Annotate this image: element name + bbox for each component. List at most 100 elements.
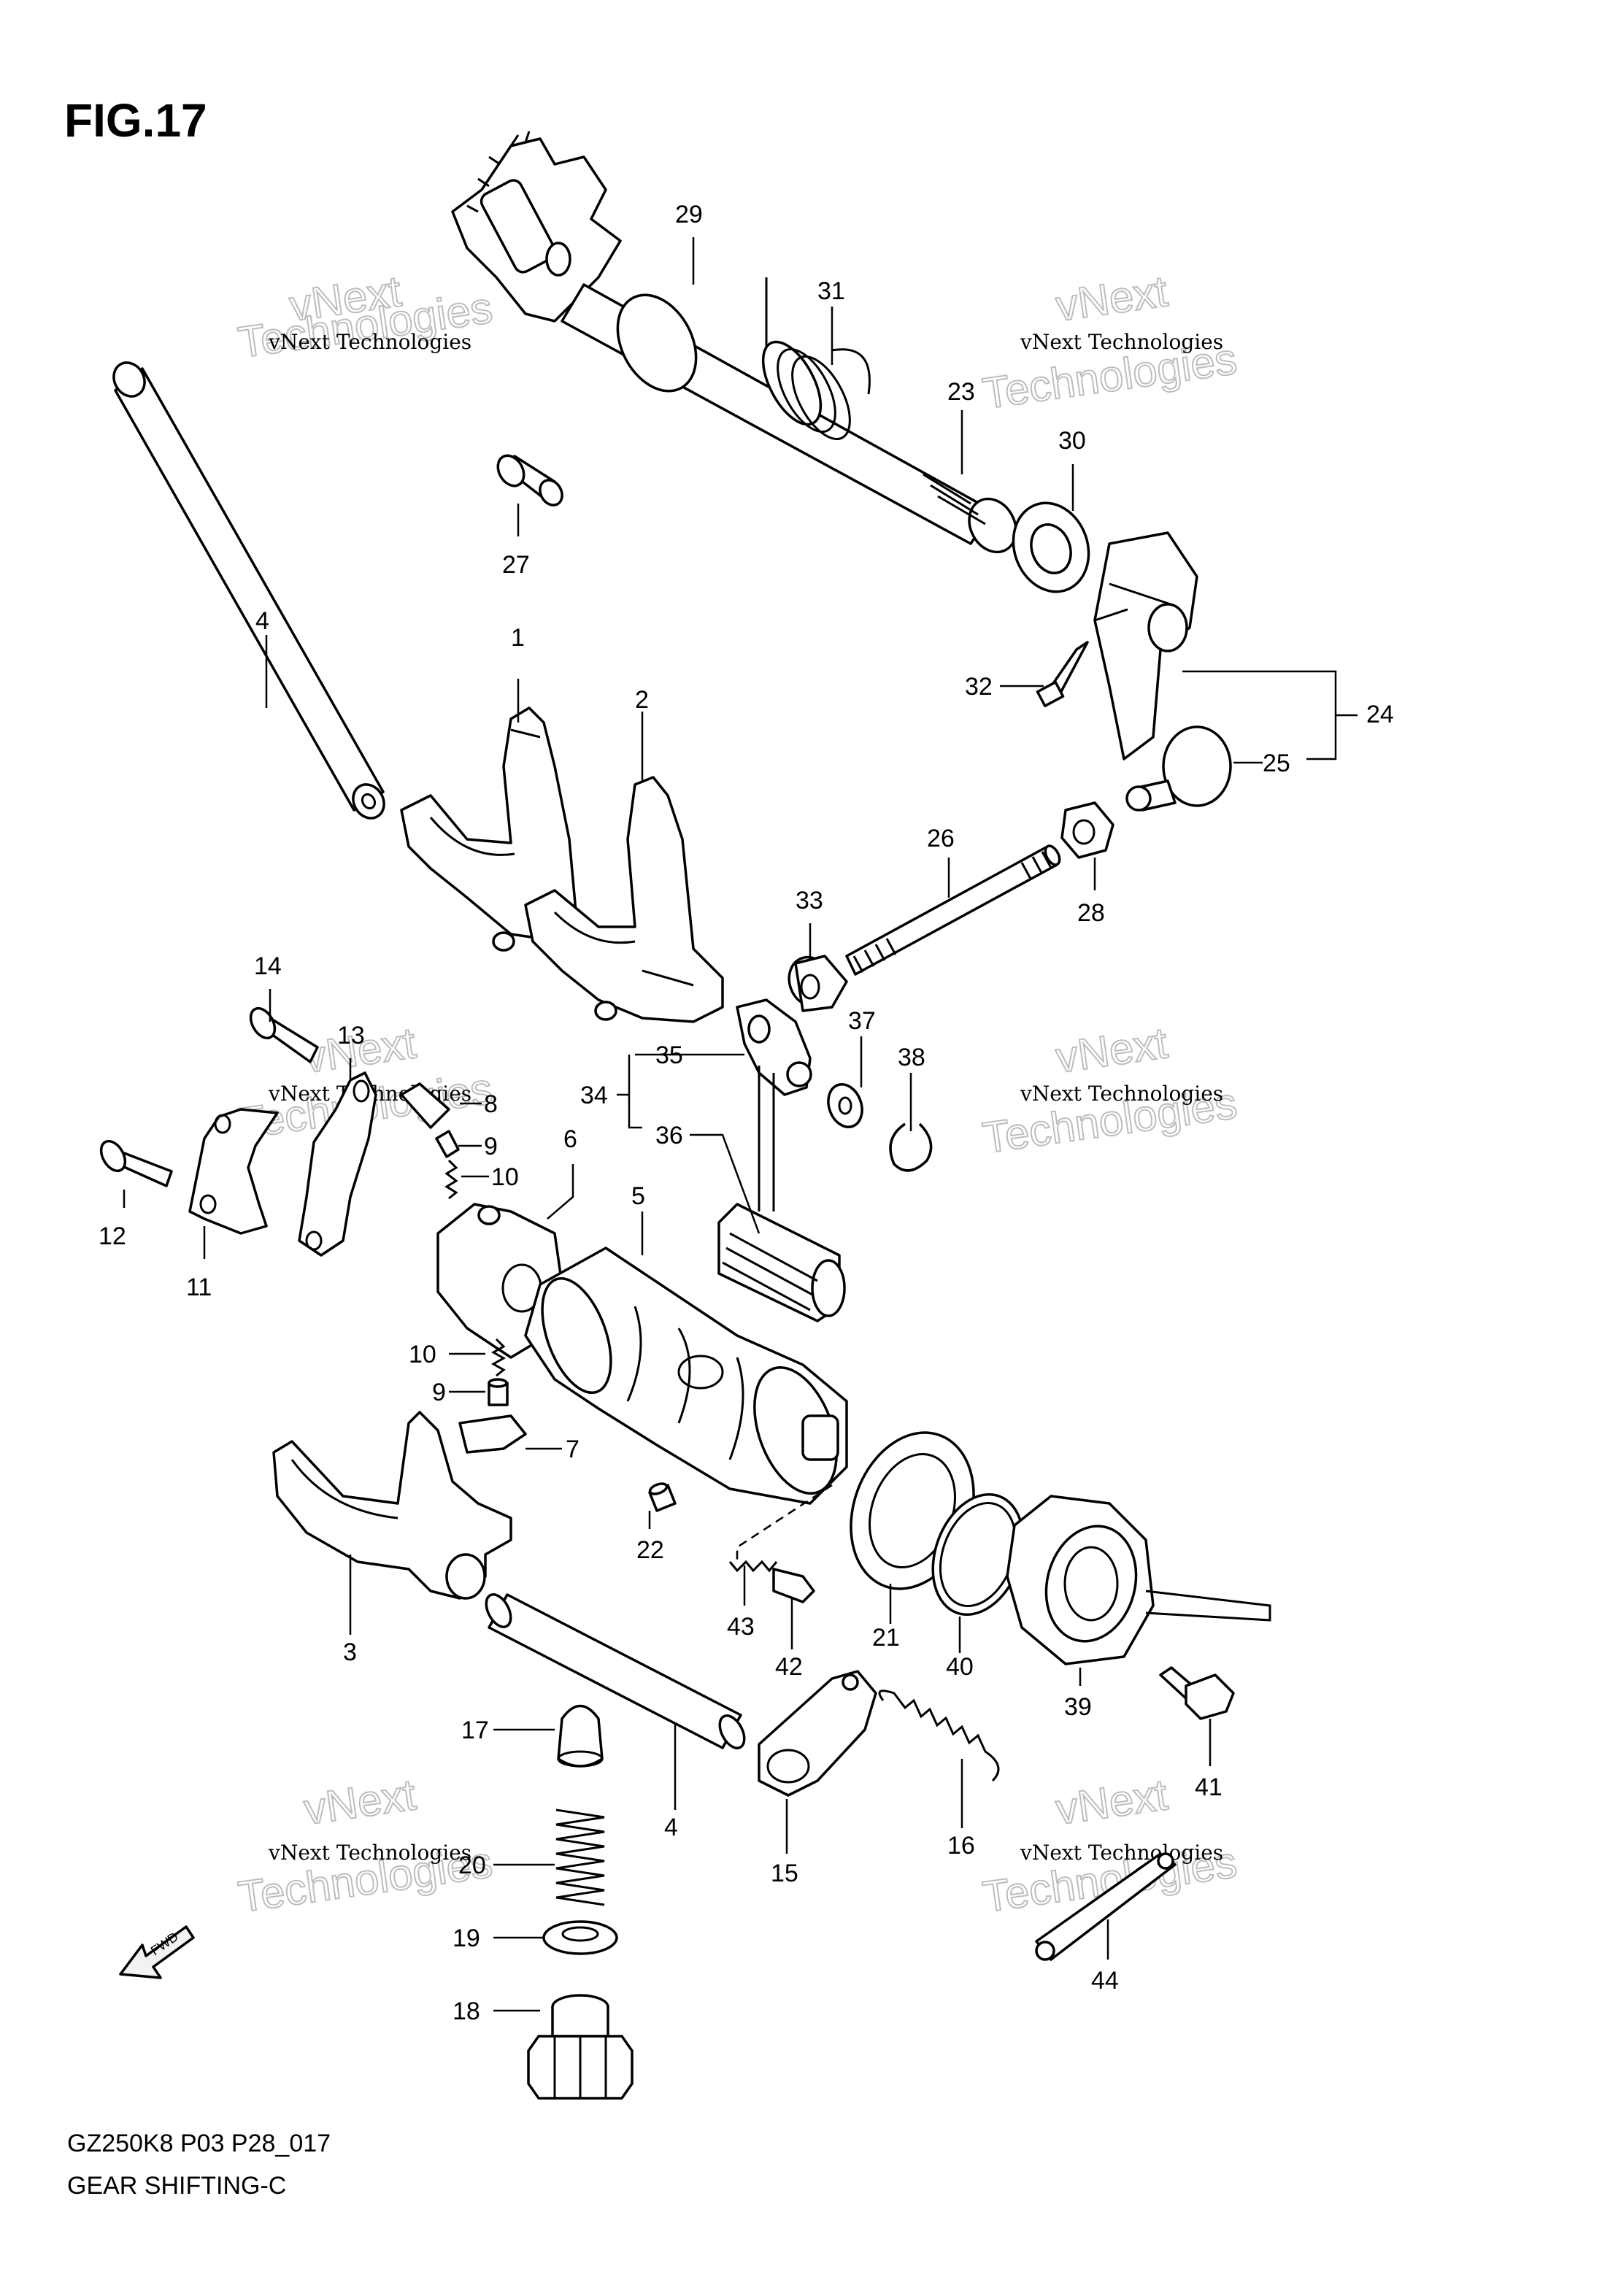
callout-36: 36 [655, 1122, 683, 1149]
callout-25: 25 [1263, 750, 1290, 777]
watermark-small-text: vNext Technologies [1020, 1082, 1223, 1106]
callout-labels: 29 31 23 30 27 32 24 25 4 1 2 26 28 33 3… [99, 201, 1394, 2025]
part-10-spring-lower [490, 1338, 507, 1377]
part-37-washer [827, 1083, 863, 1128]
callout-1: 1 [511, 624, 525, 652]
dash-leader-drum-to-cam [736, 1484, 833, 1562]
callout-15: 15 [771, 1860, 798, 1887]
part-39-gear-position-switch [1006, 1495, 1271, 1665]
callout-34: 34 [580, 1082, 608, 1109]
part-20-spring [555, 1808, 605, 1906]
watermark-group: Technologies vNext vNext Technologies Te… [234, 266, 1240, 1922]
callout-11: 11 [186, 1274, 212, 1301]
callout-20: 20 [458, 1852, 486, 1879]
part-19-washer [542, 1920, 618, 1955]
watermark-corner-text: vNext [301, 1770, 419, 1834]
callout-9-lower: 9 [432, 1379, 446, 1406]
part-36-shift-pawl-lifter [717, 1066, 846, 1322]
callout-32: 32 [965, 673, 993, 701]
callout-13: 13 [337, 1022, 365, 1049]
part-17-plunger [557, 1704, 604, 1768]
watermark-small-text: vNext Technologies [268, 330, 471, 354]
part-30-oil-seal [1012, 501, 1090, 593]
part-13-stopper-plate [298, 1071, 377, 1257]
part-8-plate [400, 1082, 450, 1129]
part-33-collar [788, 955, 848, 1012]
callout-4-lower: 4 [664, 1814, 678, 1841]
callout-14: 14 [254, 952, 282, 980]
callout-26: 26 [927, 825, 955, 852]
footer-model-code: GZ250K8 P03 P28_017 [67, 2130, 331, 2157]
footer-caption: GEAR SHIFTING-C [67, 2172, 287, 2200]
part-31-return-spring [761, 277, 871, 441]
callout-44: 44 [1091, 1967, 1119, 1995]
watermark-mid-right: Technologies vNext vNext Technologies [979, 1017, 1240, 1163]
part-4-fork-shaft-top [112, 361, 385, 820]
callout-17: 17 [461, 1717, 489, 1744]
callout-37: 37 [848, 1007, 876, 1035]
watermark-corner-text: vNext [1052, 266, 1171, 331]
part-41-bolt [1159, 1666, 1235, 1720]
callout-43: 43 [727, 1613, 755, 1641]
callout-7: 7 [566, 1436, 580, 1463]
part-18-plug [527, 1994, 634, 2100]
watermark-top-right: Technologies vNext vNext Technologies [979, 266, 1240, 419]
part-9-pin-top [435, 1130, 460, 1158]
part-2-shift-fork [492, 776, 724, 1023]
part-43-spring [728, 1560, 778, 1573]
part-24-gearshift-arm [1093, 531, 1198, 760]
part-42-plunger [772, 1568, 815, 1603]
watermark-bottom-left: Technologies vNext vNext Technologies [234, 1769, 496, 1922]
callout-5: 5 [631, 1182, 645, 1210]
watermark-top-left: Technologies vNext vNext Technologies [234, 266, 496, 368]
callout-42: 42 [775, 1653, 803, 1681]
fwd-arrow-icon: FWD [119, 1925, 195, 1979]
part-35-cam-guide [736, 998, 812, 1096]
callout-3: 3 [343, 1638, 357, 1666]
callout-4-top: 4 [255, 607, 269, 635]
part-16-spring [878, 1690, 1000, 1782]
callout-22: 22 [636, 1536, 664, 1564]
part-11-stopper-plate [188, 1108, 279, 1235]
callout-24: 24 [1366, 701, 1394, 728]
callout-35: 35 [655, 1041, 683, 1069]
callout-16: 16 [947, 1832, 975, 1860]
part-4-fork-shaft-lower [485, 1593, 746, 1749]
part-3-shift-fork [272, 1411, 512, 1600]
callout-41: 41 [1195, 1773, 1223, 1801]
watermark-small-text: vNext Technologies [268, 1841, 471, 1865]
part-15-stopper-arm [758, 1670, 877, 1797]
callout-40: 40 [946, 1653, 974, 1681]
part-14-bolt [249, 1006, 319, 1063]
callout-6: 6 [563, 1125, 577, 1153]
part-1-shift-fork [400, 706, 578, 943]
callout-31: 31 [817, 277, 845, 305]
part-12-bolt [99, 1139, 173, 1187]
callout-10-top: 10 [491, 1163, 519, 1191]
watermark-small-text: vNext Technologies [1020, 330, 1223, 354]
leader-lines [123, 237, 1358, 2012]
callout-27: 27 [502, 551, 530, 579]
part-10-spring-top [444, 1159, 458, 1200]
callout-12: 12 [99, 1222, 126, 1250]
callout-9-top: 9 [484, 1133, 498, 1160]
part-28-nut [1060, 801, 1114, 859]
part-38-circlip [889, 1122, 933, 1172]
part-26-stud [845, 844, 1061, 976]
part-9-pin-lower [488, 1378, 509, 1406]
watermark-corner-text: vNext [1052, 1018, 1171, 1082]
part-7-pawl [458, 1414, 527, 1454]
callout-2: 2 [635, 686, 649, 714]
callout-10-lower: 10 [409, 1341, 436, 1368]
part-27-bolt [496, 454, 563, 506]
callout-28: 28 [1077, 899, 1105, 927]
callout-21: 21 [872, 1624, 900, 1652]
callout-29: 29 [675, 201, 703, 228]
part-40-o-ring [931, 1492, 1025, 1617]
callout-8: 8 [484, 1090, 498, 1118]
watermark-corner-text: vNext [1052, 1770, 1171, 1834]
watermark-small-text: vNext Technologies [1020, 1841, 1223, 1865]
callout-39: 39 [1064, 1693, 1092, 1721]
part-22-pin [648, 1482, 677, 1512]
